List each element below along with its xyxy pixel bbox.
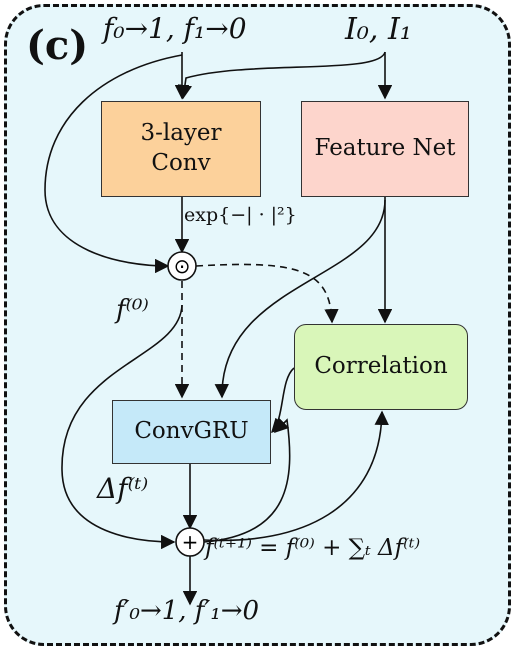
feature-net-label: Feature Net [314, 135, 456, 162]
edge-add-to-convgru [203, 417, 291, 543]
convgru-label: ConvGRU [134, 418, 249, 445]
update-rule-label: f⁽ᵗ⁺¹⁾ = f⁽⁰⁾ + ∑ₜ Δf⁽ᵗ⁾ [205, 535, 421, 561]
edge-flows-to-multiply [44, 54, 183, 274]
multiply-node: ⊙ [167, 251, 197, 281]
correlation-label: Correlation [314, 353, 448, 380]
add-node: + [175, 527, 205, 557]
input-images-label: I₀, I₁ [345, 12, 412, 47]
panel-label: (c) [26, 22, 89, 69]
conv-block: 3-layer Conv [101, 101, 261, 197]
edge-feature-to-convgru [214, 199, 386, 399]
multiply-symbol: ⊙ [174, 254, 191, 278]
conv-block-line2: Conv [151, 150, 211, 176]
edge-init-flow-to-add [61, 304, 183, 550]
edge-correlation-to-convgru [271, 367, 295, 434]
edge-images-to-conv [177, 51, 386, 100]
exp-weight-label: exp{−| · |²} [184, 204, 297, 226]
add-symbol: + [182, 530, 199, 554]
feature-net-block: Feature Net [301, 101, 469, 197]
edge-add-to-correlation [203, 410, 389, 542]
output-flows-label: f′₀→1, f′₁→0 [114, 596, 260, 626]
edge-multiply-to-correlation [195, 263, 339, 324]
conv-block-line1: 3-layer [140, 120, 222, 147]
correlation-block: Correlation [294, 324, 468, 410]
input-flows-label: f₀→1, f₁→0 [103, 12, 247, 45]
init-flow-label: f⁽⁰⁾ [116, 295, 149, 325]
delta-flow-label: Δf⁽ᵗ⁾ [97, 472, 149, 505]
convgru-block: ConvGRU [112, 400, 271, 464]
